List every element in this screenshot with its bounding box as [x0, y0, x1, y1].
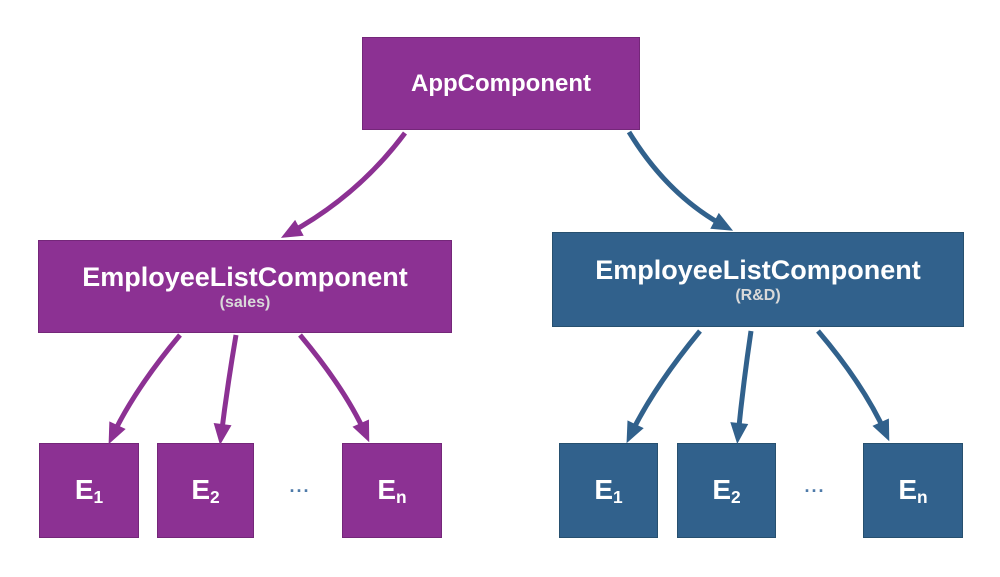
node-app-component-label: AppComponent: [411, 69, 591, 97]
node-sales-employee-1-label: E1: [74, 473, 104, 507]
node-sales-employee-n: En: [342, 443, 442, 538]
node-rd-employee-n-label: En: [898, 473, 928, 507]
node-app-component: AppComponent: [362, 37, 640, 130]
node-sales-employee-1: E1: [39, 443, 139, 538]
node-rd-employee-1: E1: [559, 443, 658, 538]
arrow-rd-to-e1: [626, 329, 702, 444]
ellipsis-rd: ...: [804, 476, 826, 496]
node-sales-employee-n-label: En: [377, 473, 407, 507]
node-employee-list-rd: EmployeeListComponent (R&D): [552, 232, 964, 327]
node-rd-employee-2: E2: [677, 443, 776, 538]
node-employee-list-sales-title: EmployeeListComponent: [82, 261, 408, 292]
node-employee-list-sales-subtitle: (sales): [219, 293, 271, 311]
arrow-sales-to-e2: [213, 334, 239, 445]
node-employee-list-rd-subtitle: (R&D): [735, 286, 781, 304]
arrow-sales-to-en: [298, 333, 370, 443]
node-employee-list-rd-title: EmployeeListComponent: [595, 254, 921, 285]
arrow-app-to-sales-list: [280, 131, 408, 238]
node-rd-employee-n: En: [863, 443, 963, 538]
arrow-rd-to-e2: [730, 330, 754, 444]
node-rd-employee-1-label: E1: [594, 473, 623, 507]
arrow-rd-to-en: [816, 329, 890, 442]
arrow-app-to-rd-list: [626, 130, 734, 231]
node-sales-employee-2: E2: [157, 443, 254, 538]
arrow-sales-to-e1: [108, 333, 182, 445]
ellipsis-sales: ...: [289, 476, 311, 496]
node-employee-list-sales: EmployeeListComponent (sales): [38, 240, 452, 333]
node-rd-employee-2-label: E2: [712, 473, 741, 507]
node-sales-employee-2-label: E2: [191, 473, 220, 507]
